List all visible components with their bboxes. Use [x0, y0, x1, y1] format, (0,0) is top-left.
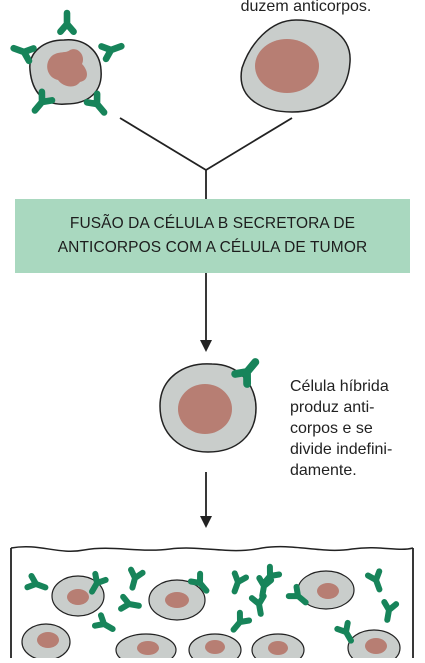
fusion-lines: [119, 117, 293, 199]
hybrid-caption-line: Célula híbrida: [290, 378, 389, 395]
b-cell: [29, 39, 102, 105]
antibody-icon: [95, 615, 116, 634]
antibody-icon: [27, 576, 47, 593]
culture-cell: [21, 623, 71, 661]
culture-cells: [21, 570, 401, 663]
culture-cell: [251, 633, 305, 663]
culture-cell: [188, 633, 242, 663]
antibody-icon: [337, 623, 356, 644]
tumor-cell-nucleus: [255, 39, 319, 93]
b-cell-nucleus: [47, 49, 87, 87]
fusion-label-box: FUSÃO DA CÉLULA B SECRETORA DE ANTICORPO…: [15, 199, 410, 273]
hybrid-caption-line: corpos e se: [290, 420, 373, 437]
arrow-down-icon: [200, 273, 212, 352]
antibody-icon: [381, 602, 396, 621]
culture-cell: [115, 633, 177, 663]
tumor-cell: [240, 19, 351, 113]
culture-cell: [148, 579, 206, 621]
antibody-icon: [11, 42, 33, 61]
antibody-icon: [102, 40, 124, 59]
antibody-icon: [368, 571, 385, 591]
hybrid-cell-nucleus: [178, 384, 232, 434]
antibody-icon: [229, 573, 246, 593]
hybrid-caption-line: damente.: [290, 462, 357, 479]
hybrid-caption-line: produz anti-: [290, 399, 375, 416]
fusion-label-line-1: FUSÃO DA CÉLULA B SECRETORA DE: [69, 215, 356, 232]
hybrid-caption: Célula híbrida produz anti- corpos e se …: [290, 376, 420, 481]
hybrid-caption-line: divide indefini-: [290, 441, 393, 458]
culture-cell: [347, 629, 401, 663]
fusion-label-line-2: ANTICORPOS COM A CÉLULA DE TUMOR: [57, 239, 368, 256]
antibody-icon: [252, 596, 267, 615]
antibody-icon: [121, 597, 140, 612]
culture-dish: [10, 545, 414, 658]
antibody-icon: [60, 13, 73, 32]
antibody-icon: [229, 613, 249, 634]
hybrid-cell: [159, 357, 261, 453]
culture-cell: [297, 570, 355, 610]
antibody-icon: [127, 570, 143, 590]
top-caption: duzem anticorpos.: [240, 0, 372, 15]
arrow-down-icon: [200, 472, 212, 528]
culture-cell: [51, 575, 105, 617]
